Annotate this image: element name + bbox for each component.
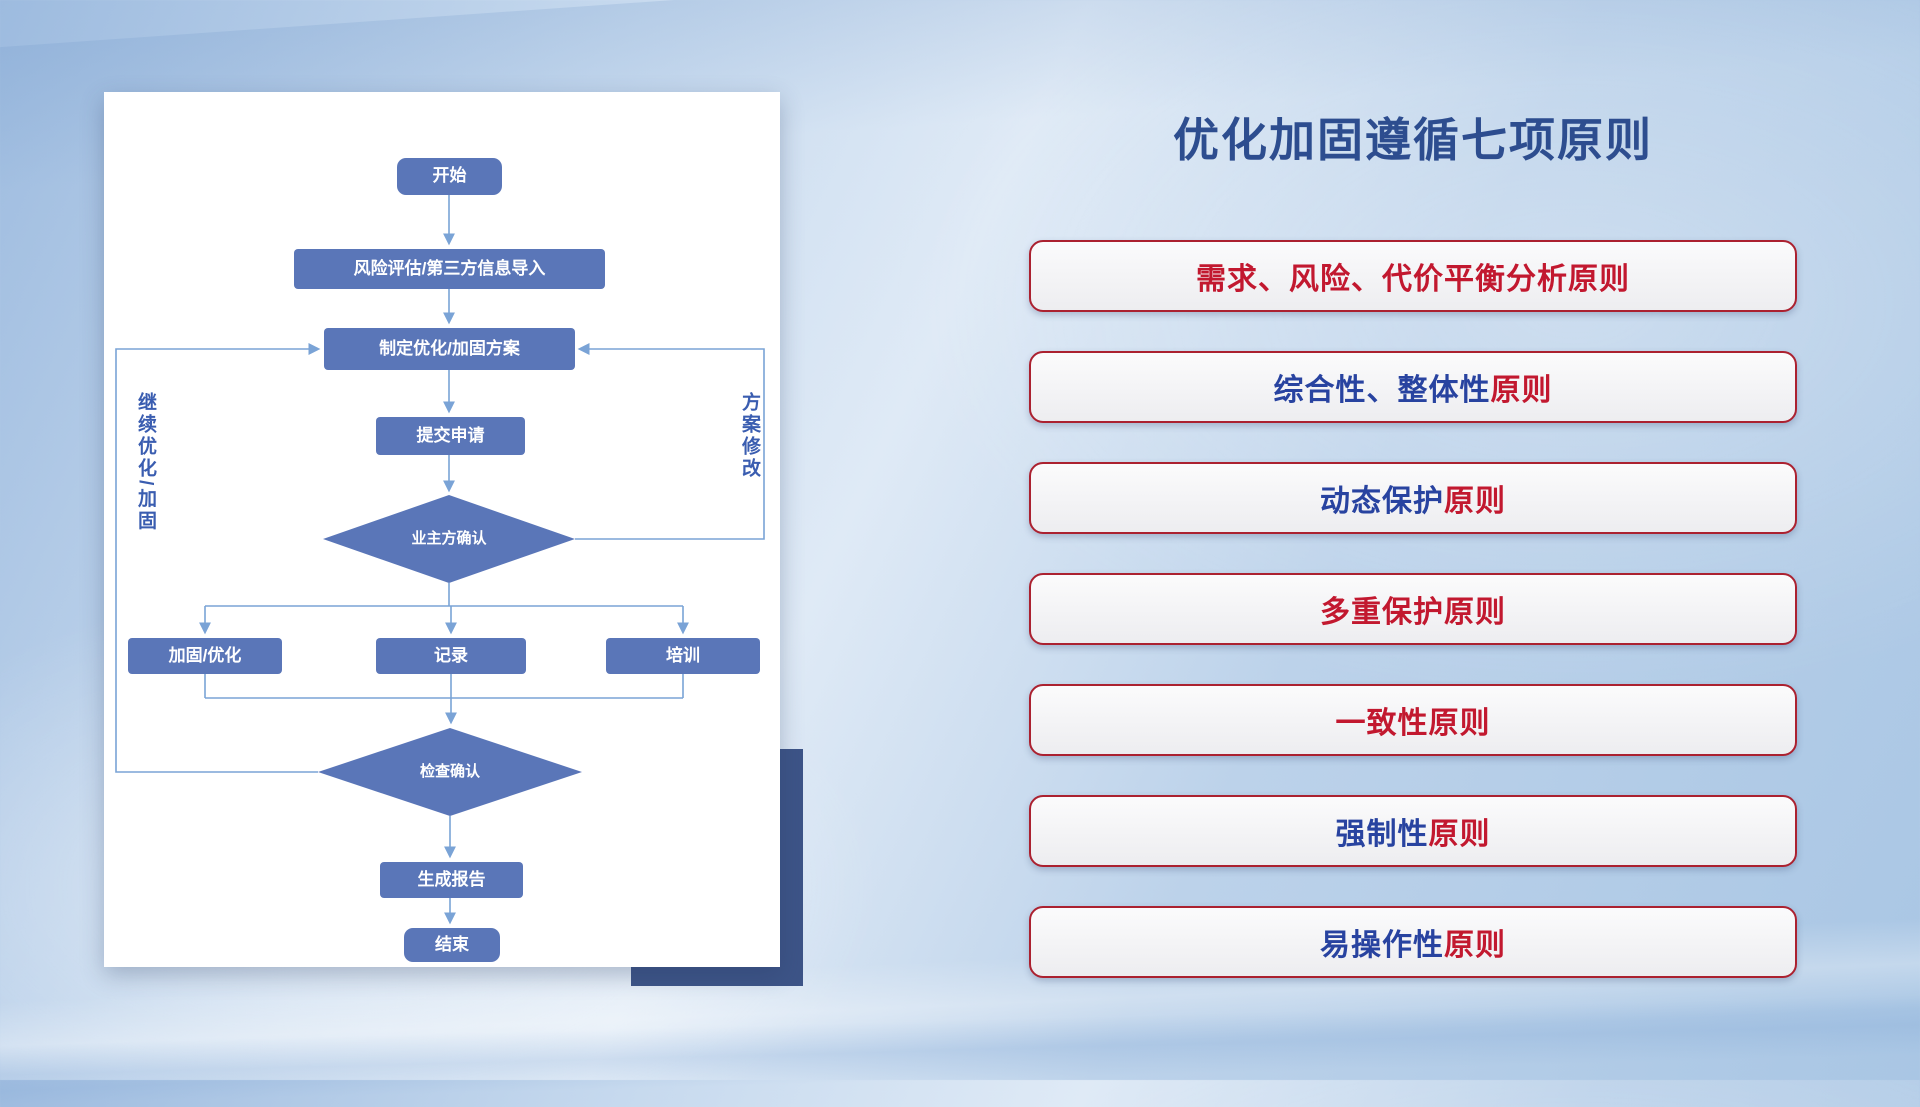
flow-node-check-confirm: 检查确认 — [318, 728, 582, 816]
loop-label-revise: 方案修改 — [739, 392, 760, 480]
principle-text-segment: 易操作性 — [1320, 929, 1444, 962]
flow-node-label: 业主方确认 — [411, 529, 487, 547]
flow-node-label: 检查确认 — [419, 762, 480, 780]
flowchart-card: 开始 风险评估/第三方信息导入 制定优化/加固方案 提交申请 业主方确认 加固/… — [104, 92, 780, 967]
flowchart-connectors — [115, 195, 765, 925]
principle-item[interactable]: 易操作性原则 — [1029, 906, 1797, 978]
principle-text-segment: 原则 — [1428, 818, 1491, 851]
principle-text-segment: 原则 — [1444, 485, 1506, 518]
principle-text-segment: 需求、风险、代价平衡分析原则 — [1196, 263, 1630, 296]
principles-list: 需求、风险、代价平衡分析原则综合性、整体性原则动态保护原则多重保护原则一致性原则… — [1029, 240, 1797, 978]
principle-text-segment: 原则 — [1444, 929, 1506, 962]
page-title: 优化加固遵循七项原则 — [1173, 114, 1653, 166]
flow-node-record: 记录 — [376, 638, 526, 674]
flow-node-start: 开始 — [397, 158, 502, 195]
flow-node-end: 结束 — [404, 928, 500, 962]
flow-node-training: 培训 — [606, 638, 760, 674]
principle-text-segment: 原则 — [1490, 374, 1553, 407]
flow-node-owner-confirm: 业主方确认 — [323, 495, 575, 583]
flow-node-gen-report: 生成报告 — [380, 862, 523, 898]
principle-text-segment: 强制性 — [1335, 818, 1429, 851]
principle-item[interactable]: 强制性原则 — [1029, 795, 1797, 867]
principle-text-segment: 多重保护原则 — [1320, 596, 1506, 629]
flow-node-risk-import: 风险评估/第三方信息导入 — [294, 249, 605, 289]
loop-label-continue: 继续优化/加固 — [135, 392, 156, 533]
flow-node-submit: 提交申请 — [376, 417, 525, 455]
principle-item[interactable]: 动态保护原则 — [1029, 462, 1797, 534]
principle-item[interactable]: 一致性原则 — [1029, 684, 1797, 756]
principle-item[interactable]: 多重保护原则 — [1029, 573, 1797, 645]
flow-node-harden-optimize: 加固/优化 — [128, 638, 282, 674]
principle-item[interactable]: 需求、风险、代价平衡分析原则 — [1029, 240, 1797, 312]
background-streak — [0, 993, 1920, 1107]
principle-text-segment: 一致性原则 — [1335, 707, 1491, 740]
flow-node-make-plan: 制定优化/加固方案 — [324, 328, 575, 370]
principle-text-segment: 动态保护 — [1320, 485, 1444, 518]
principle-text-segment: 综合性、整体性 — [1273, 374, 1491, 407]
principle-item[interactable]: 综合性、整体性原则 — [1029, 351, 1797, 423]
